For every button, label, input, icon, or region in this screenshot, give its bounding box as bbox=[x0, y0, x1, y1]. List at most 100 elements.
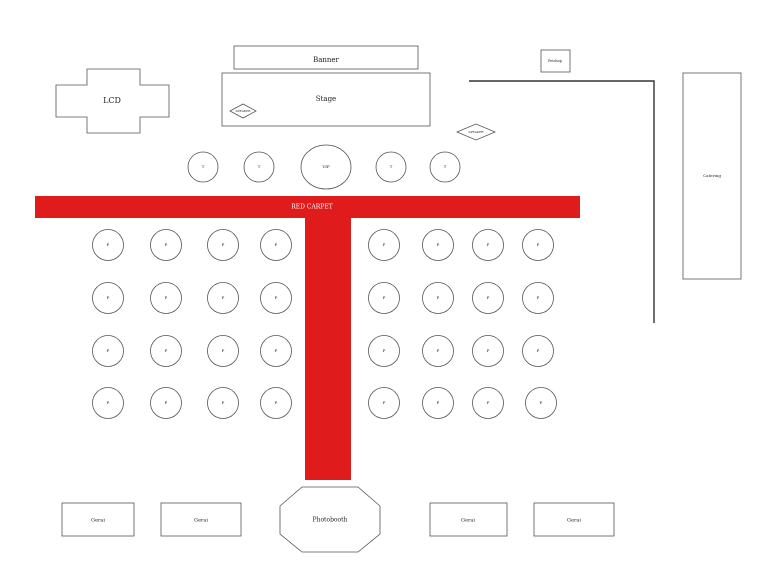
vip-row-table-label: T bbox=[444, 165, 447, 169]
guest-table: P bbox=[422, 335, 454, 367]
guest-table-label: P bbox=[222, 242, 225, 247]
guest-table-shape bbox=[472, 387, 504, 419]
guest-table-label: P bbox=[107, 242, 110, 247]
vip-row-table-shape bbox=[375, 151, 407, 183]
guest-table: P bbox=[260, 335, 292, 367]
guest-table: P bbox=[522, 335, 554, 367]
guest-table: P bbox=[92, 282, 124, 314]
guest-table-shape bbox=[525, 387, 557, 419]
vip-table-shape bbox=[300, 144, 352, 190]
guest-table: P bbox=[150, 335, 182, 367]
catering-area: Catering bbox=[682, 72, 742, 280]
guest-table-shape bbox=[92, 387, 124, 419]
vip-row-table-shape bbox=[429, 151, 461, 183]
guest-table-shape bbox=[522, 229, 554, 261]
gerai-4-label: Gerai bbox=[567, 518, 581, 524]
guest-table: P bbox=[260, 229, 292, 261]
gerai-3-label: Gerai bbox=[461, 518, 475, 524]
guest-table-label: P bbox=[275, 242, 278, 247]
stage-label: Stage bbox=[316, 95, 336, 103]
guest-table-shape bbox=[422, 282, 454, 314]
guest-table-label: P bbox=[383, 295, 386, 300]
guest-table: P bbox=[92, 335, 124, 367]
guest-table-shape bbox=[368, 282, 400, 314]
guest-table-shape bbox=[207, 229, 239, 261]
gerai-booth-3: Gerai bbox=[429, 502, 508, 537]
guest-table-shape bbox=[472, 335, 504, 367]
guest-table-label: P bbox=[222, 295, 225, 300]
guest-table: P bbox=[368, 335, 400, 367]
guest-table-label: P bbox=[275, 400, 278, 405]
guest-table-shape bbox=[260, 387, 292, 419]
guest-table: P bbox=[207, 335, 239, 367]
guest-table-shape bbox=[522, 335, 554, 367]
guest-table-label: P bbox=[275, 295, 278, 300]
guest-table: P bbox=[368, 229, 400, 261]
guest-table-label: P bbox=[487, 242, 490, 247]
guest-table-label: P bbox=[107, 295, 110, 300]
guest-table: P bbox=[368, 282, 400, 314]
petshop-label: Petshop bbox=[548, 59, 563, 63]
guest-table: P bbox=[260, 282, 292, 314]
guest-table-label: P bbox=[537, 348, 540, 353]
guest-table-shape bbox=[472, 229, 504, 261]
guest-table: P bbox=[150, 387, 182, 419]
guest-table-shape bbox=[260, 335, 292, 367]
vip-row-table-label: T bbox=[390, 165, 393, 169]
guest-table: P bbox=[472, 282, 504, 314]
guest-table-shape bbox=[472, 282, 504, 314]
gerai-2-label: Gerai bbox=[194, 518, 208, 524]
guest-table-label: P bbox=[437, 348, 440, 353]
vip-table-label: VIP bbox=[321, 164, 329, 169]
lcd-label: LCD bbox=[103, 96, 121, 105]
guest-table-label: P bbox=[383, 400, 386, 405]
guest-table: P bbox=[422, 387, 454, 419]
guest-table: P bbox=[207, 282, 239, 314]
guest-table-label: P bbox=[165, 242, 168, 247]
vip-row-table: T bbox=[375, 151, 407, 183]
red-carpet-label: RED CARPET bbox=[291, 204, 332, 211]
guest-table-shape bbox=[92, 335, 124, 367]
guest-table: P bbox=[207, 229, 239, 261]
guest-table: P bbox=[525, 387, 557, 419]
guest-table: P bbox=[422, 229, 454, 261]
guest-table-label: P bbox=[437, 242, 440, 247]
gerai-booth-2: Gerai bbox=[160, 502, 242, 537]
vip-row-table-label: T bbox=[258, 165, 261, 169]
red-carpet-vertical bbox=[305, 218, 351, 480]
photobooth: Photobooth bbox=[279, 486, 381, 553]
speaker-right: SPEAKER bbox=[455, 123, 497, 141]
guest-table: P bbox=[92, 387, 124, 419]
guest-table-label: P bbox=[383, 242, 386, 247]
guest-table-label: P bbox=[487, 295, 490, 300]
catering-label: Catering bbox=[703, 173, 721, 178]
guest-table-shape bbox=[207, 282, 239, 314]
guest-table-label: P bbox=[165, 348, 168, 353]
banner: Banner bbox=[233, 45, 419, 70]
guest-table: P bbox=[522, 282, 554, 314]
guest-table-shape bbox=[260, 229, 292, 261]
guest-table: P bbox=[260, 387, 292, 419]
banner-label: Banner bbox=[313, 56, 339, 64]
guest-table-shape bbox=[368, 387, 400, 419]
red-carpet-horizontal bbox=[35, 196, 580, 218]
guest-table-label: P bbox=[540, 400, 543, 405]
guest-table-label: P bbox=[437, 400, 440, 405]
guest-table-label: P bbox=[165, 295, 168, 300]
guest-table-shape bbox=[150, 229, 182, 261]
vip-row-table: T bbox=[243, 151, 275, 183]
stage: Stage bbox=[221, 72, 431, 127]
guest-table-label: P bbox=[437, 295, 440, 300]
guest-table-shape bbox=[92, 229, 124, 261]
room-wall bbox=[469, 80, 655, 323]
guest-table: P bbox=[522, 229, 554, 261]
guest-table-shape bbox=[422, 229, 454, 261]
vip-row-table-shape bbox=[187, 151, 219, 183]
guest-table-shape bbox=[522, 282, 554, 314]
photobooth-label: Photobooth bbox=[313, 517, 348, 524]
guest-table-label: P bbox=[537, 295, 540, 300]
guest-table-label: P bbox=[107, 400, 110, 405]
guest-table-label: P bbox=[222, 348, 225, 353]
